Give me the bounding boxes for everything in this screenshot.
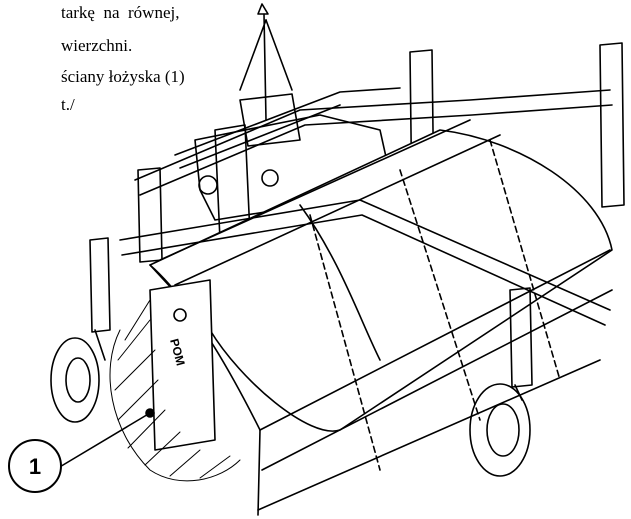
- instruction-text-line-4: t./: [61, 95, 75, 114]
- instruction-text-line-2: wierzchni.: [61, 36, 133, 55]
- callout-1-label: 1: [29, 454, 41, 479]
- instruction-text-line-1: tarkę na równej,: [61, 3, 180, 22]
- callout-leader: [57, 408, 155, 469]
- support-leg-left: [50, 237, 111, 423]
- lifting-hook: [239, 3, 293, 121]
- brush-housing: [149, 119, 613, 516]
- end-plate-left: POM: [149, 279, 216, 451]
- callout-1: 1: [8, 439, 62, 493]
- brand-mark: POM: [167, 337, 188, 367]
- brush-bristles: [109, 299, 241, 482]
- support-leg-right: [469, 287, 533, 477]
- instruction-text-line-3: ściany łożyska (1): [61, 67, 185, 86]
